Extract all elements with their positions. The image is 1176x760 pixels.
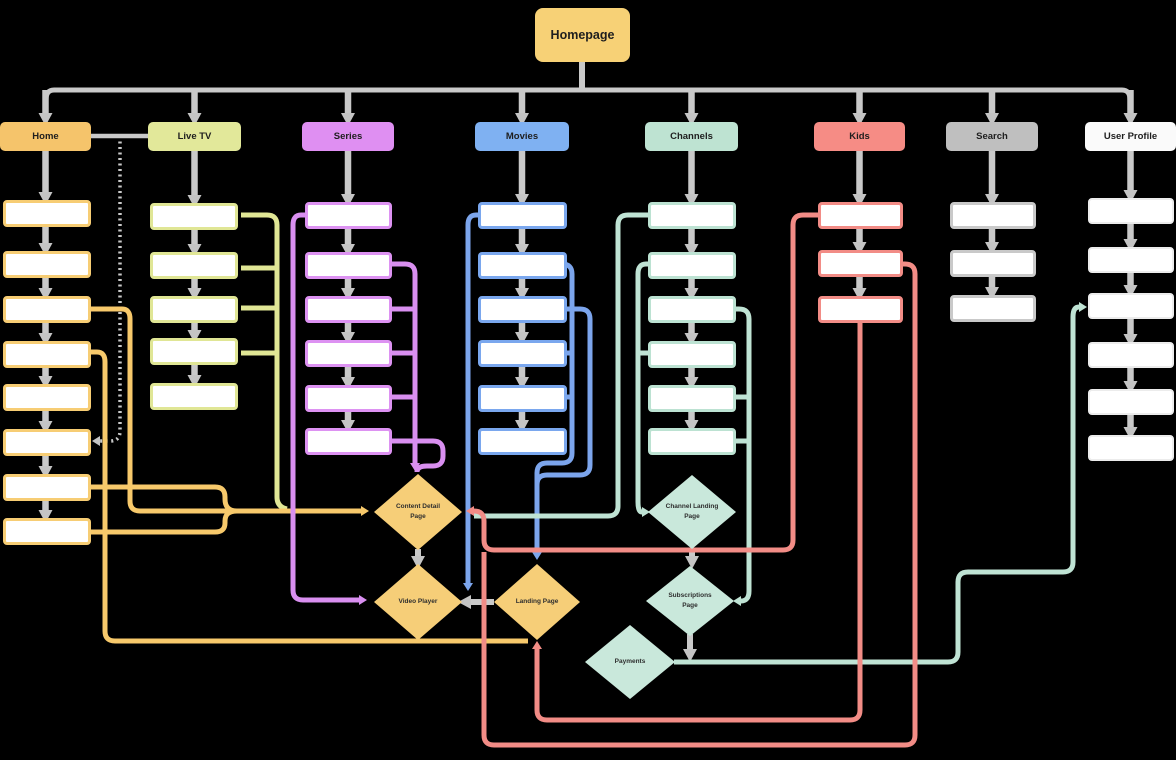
kids-page-box-1[interactable] [818, 202, 903, 229]
home-page-box-8[interactable] [3, 518, 91, 545]
channels-page-box-4[interactable] [648, 341, 736, 368]
search-page-box-3[interactable] [950, 295, 1036, 322]
movies-page-box-3[interactable] [478, 296, 567, 323]
user-profile-page-box-6[interactable] [1088, 435, 1174, 461]
section-header-user-profile[interactable]: User Profile [1085, 122, 1176, 151]
decision-content-detail-page-label: Content Detail Page [395, 503, 441, 520]
section-header-user-profile-label: User Profile [1103, 131, 1158, 142]
series-page-box-1[interactable] [305, 202, 392, 229]
edge-kids3-to-landingpage [532, 322, 863, 723]
decision-video-player-label: Video Player [398, 598, 438, 606]
user-profile-page-box-1[interactable] [1088, 198, 1174, 224]
edge-kids1-to-cdp [466, 212, 818, 553]
channels-page-box-5[interactable] [648, 385, 736, 412]
section-header-live-tv[interactable]: Live TV [148, 122, 241, 151]
channels-page-box-6[interactable] [648, 428, 736, 455]
live-tv-page-box-5[interactable] [150, 383, 238, 410]
decision-subscriptions-page-label: Subscriptions Page [668, 592, 712, 609]
section-header-search[interactable]: Search [946, 122, 1038, 151]
user-profile-page-box-3[interactable] [1088, 293, 1174, 319]
user-profile-page-box-2[interactable] [1088, 247, 1174, 273]
edge-channels3-to-subscriptions [733, 306, 752, 606]
series-page-box-4[interactable] [305, 340, 392, 367]
section-header-search-label: Search [976, 131, 1008, 142]
decision-landing-page-label: Landing Page [515, 598, 559, 606]
edge-home7-join-cdp [91, 484, 255, 514]
kids-page-box-2[interactable] [818, 250, 903, 277]
edge-movies3-join [534, 306, 593, 486]
movies-page-box-2[interactable] [478, 252, 567, 279]
edge-home-deeplink-dashed [92, 136, 122, 446]
homepage-node[interactable]: Homepage [535, 8, 630, 62]
section-header-kids[interactable]: Kids [814, 122, 905, 151]
edge-series2-to-cdp [392, 261, 420, 471]
movies-page-box-5[interactable] [478, 385, 567, 412]
section-header-channels-label: Channels [670, 131, 713, 142]
channels-page-box-2[interactable] [648, 252, 736, 279]
edge-series6-join [392, 438, 446, 473]
decision-payments-label: Payments [614, 658, 646, 666]
series-page-box-2[interactable] [305, 252, 392, 279]
home-page-box-2[interactable] [3, 251, 91, 278]
section-header-home[interactable]: Home [0, 122, 91, 151]
edge-movies1-down [463, 212, 478, 591]
edge-home8-join-cdp [91, 508, 255, 535]
edge-home3-to-cdp [91, 306, 369, 516]
decision-channel-landing-page-label: Channel Landing Page [665, 503, 719, 520]
section-header-series-label: Series [333, 131, 363, 142]
series-page-box-6[interactable] [305, 428, 392, 455]
live-tv-page-box-3[interactable] [150, 296, 238, 323]
edge-top-bus [43, 87, 1133, 101]
home-page-box-7[interactable] [3, 474, 91, 501]
live-tv-page-box-4[interactable] [150, 338, 238, 365]
series-page-box-5[interactable] [305, 385, 392, 412]
section-header-movies[interactable]: Movies [475, 122, 569, 151]
section-header-movies-label: Movies [505, 131, 539, 142]
home-page-box-3[interactable] [3, 296, 91, 323]
section-header-channels[interactable]: Channels [645, 122, 738, 151]
section-header-live-tv-label: Live TV [177, 131, 212, 142]
user-profile-page-box-4[interactable] [1088, 342, 1174, 368]
search-page-box-2[interactable] [950, 250, 1036, 277]
edge-series1-to-videoplayer [290, 212, 367, 605]
section-header-kids-label: Kids [849, 131, 870, 142]
channels-page-box-1[interactable] [648, 202, 736, 229]
edge-kids2-join-cdp [481, 261, 918, 748]
edge-payments-to-userprofile3 [674, 302, 1087, 665]
home-page-box-1[interactable] [3, 200, 91, 227]
edge-movies2-to-landingpage [532, 261, 575, 560]
live-tv-page-box-2[interactable] [150, 252, 238, 279]
edge-home4-to-landingpage [91, 349, 528, 644]
homepage-node-label: Homepage [550, 28, 615, 42]
live-tv-page-box-1[interactable] [150, 203, 238, 230]
kids-page-box-3[interactable] [818, 296, 903, 323]
edge-livetv1-down [241, 212, 288, 512]
movies-page-box-4[interactable] [478, 340, 567, 367]
home-page-box-5[interactable] [3, 384, 91, 411]
edge-channels1-to-cdp [474, 212, 648, 519]
section-header-series[interactable]: Series [302, 122, 394, 151]
home-page-box-4[interactable] [3, 341, 91, 368]
channels-page-box-3[interactable] [648, 296, 736, 323]
section-header-home-label: Home [32, 131, 59, 142]
search-page-box-1[interactable] [950, 202, 1036, 229]
home-page-box-6[interactable] [3, 429, 91, 456]
user-profile-page-box-5[interactable] [1088, 389, 1174, 415]
movies-page-box-6[interactable] [478, 428, 567, 455]
movies-page-box-1[interactable] [478, 202, 567, 229]
edge-channels2-to-clp [635, 261, 650, 517]
series-page-box-3[interactable] [305, 296, 392, 323]
